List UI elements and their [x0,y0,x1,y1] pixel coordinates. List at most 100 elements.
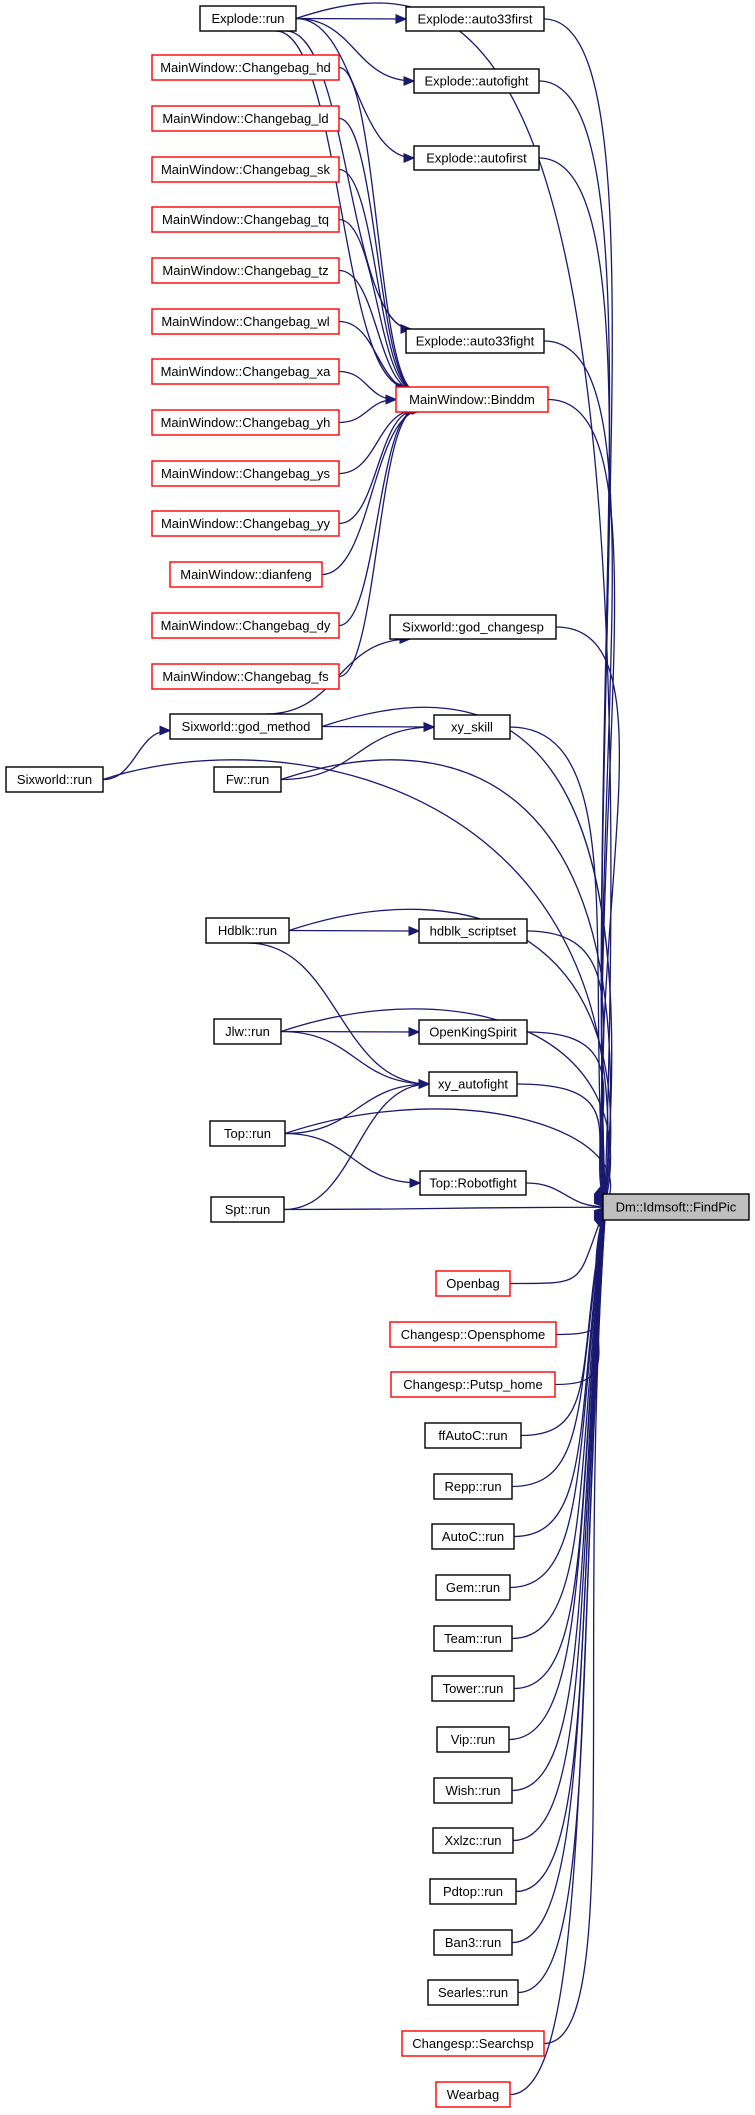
node-xy-skill[interactable]: xy_skill [433,714,511,740]
node-explode-autofirst[interactable]: Explode::autofirst [413,145,540,171]
node-vip-run[interactable]: Vip::run [436,1726,510,1753]
node-xxlzc-run[interactable]: Xxlzc::run [432,1827,514,1854]
node-mw-ld[interactable]: MainWindow::Changebag_ld [151,105,340,132]
node-mw-ys[interactable]: MainWindow::Changebag_ys [151,460,340,487]
node-tower-run[interactable]: Tower::run [431,1675,515,1702]
node-mw-tq[interactable]: MainWindow::Changebag_tq [151,206,340,233]
node-top-run[interactable]: Top::run [209,1120,286,1147]
edge-sx_run-to-dm_findpic [102,759,609,1203]
node-box [395,386,549,413]
edge-explode_run-explode_autofirst-arrowhead [403,153,416,163]
node-mw-sk[interactable]: MainWindow::Changebag_sk [151,156,340,183]
node-cs-searchsp[interactable]: Changesp::Searchsp [401,2030,545,2057]
node-mw-xa[interactable]: MainWindow::Changebag_xa [151,358,340,385]
edge-jlw_run-to-xy_autofight [280,1030,431,1089]
edge-mw_yy-path [338,409,417,525]
node-hdblk-scriptset[interactable]: hdblk_scriptset [418,918,528,944]
node-mw-dianfeng[interactable]: MainWindow::dianfeng [169,561,323,588]
node-label: Sixworld::run [17,772,92,787]
node-ban3-run[interactable]: Ban3::run [433,1929,513,1956]
edge-mw_tq-path [338,218,417,392]
node-mw-tz[interactable]: MainWindow::Changebag_tz [151,257,340,284]
node-sx-god-method[interactable]: Sixworld::god_method [169,713,323,740]
node-searles-run[interactable]: Searles::run [427,1979,519,2006]
edge-hdblk_run-path [288,929,420,932]
node-label: Wish::run [446,1783,501,1798]
node-cs-opensphome[interactable]: Changesp::Opensphome [389,1321,557,1348]
node-cs-putsp-home[interactable]: Changesp::Putsp_home [390,1371,556,1398]
node-dm-findpic[interactable]: Dm::Idmsoft::FindPic [602,1193,750,1221]
edge-pdtop_run-to-dm_findpic [515,1213,606,1893]
node-label: Pdtop::run [443,1884,503,1899]
edge-mw_tz-to-mw_binddm [338,269,418,396]
edge-ban3_run-path [511,1215,606,1944]
edge-fw_run-path [280,759,612,1203]
node-mw-yy[interactable]: MainWindow::Changebag_yy [151,510,340,537]
node-mw-wl[interactable]: MainWindow::Changebag_wl [151,308,340,335]
node-wearbag[interactable]: Wearbag [435,2081,511,2108]
node-team-run[interactable]: Team::run [433,1625,513,1652]
node-top-robotfight[interactable]: Top::Robotfight [419,1170,527,1196]
node-box [169,561,323,588]
node-box [433,1777,513,1804]
node-label: Explode::autofight [424,73,528,88]
node-spt-run[interactable]: Spt::run [210,1196,285,1223]
edge-spt_run-xy_autofight-arrowhead [418,1079,431,1089]
node-label: Changesp::Opensphome [401,1327,546,1342]
edge-top_run-path [284,1108,612,1207]
node-label: Explode::auto33fight [416,333,535,348]
edge-top_robotfight-path [525,1182,606,1208]
edge-explode_run-path [295,17,415,82]
edge-xxlzc_run-path [512,1214,606,1842]
edge-hdblk_run-to-xy_autofight [247,942,431,1089]
node-label: xy_skill [451,719,493,734]
node-mw-fs[interactable]: MainWindow::Changebag_fs [151,663,340,690]
node-jlw-run[interactable]: Jlw::run [213,1018,282,1045]
node-label: Spt::run [225,1202,271,1217]
node-explode-autofight[interactable]: Explode::autofight [413,68,540,94]
edge-hdblk_run-to-dm_findpic [288,908,612,1205]
node-mw-yh[interactable]: MainWindow::Changebag_yh [151,409,340,436]
node-repp-run[interactable]: Repp::run [433,1473,513,1500]
node-mw-hd[interactable]: MainWindow::Changebag_hd [151,54,340,81]
node-sx-run[interactable]: Sixworld::run [5,766,104,793]
node-explode-run[interactable]: Explode::run [199,5,297,32]
node-label: MainWindow::Changebag_xa [161,364,332,379]
edge-spt_run-to-dm_findpic [283,1206,606,1218]
node-box [419,1170,527,1196]
edge-xy_skill-path [509,726,606,1203]
node-box [401,2030,545,2057]
node-sx-god-changesp[interactable]: Sixworld::god_changesp [389,614,557,640]
node-box [602,1193,750,1221]
node-wish-run[interactable]: Wish::run [433,1777,513,1804]
edge-pdtop_run-path [515,1214,606,1893]
node-hdblk-run[interactable]: Hdblk::run [205,917,290,944]
node-autoc-run[interactable]: AutoC::run [431,1523,515,1550]
node-mw-binddm[interactable]: MainWindow::Binddm [395,386,549,413]
edge-openkingspirit-path [526,1031,606,1206]
node-pdtop-run[interactable]: Pdtop::run [429,1878,517,1905]
node-label: ffAutoC::run [438,1428,507,1443]
edge-sx_run-sx_god_method-arrowhead [159,725,172,736]
node-box [389,1321,557,1348]
edge-mw_dy-path [338,409,417,627]
node-ffautoc-run[interactable]: ffAutoC::run [424,1422,522,1449]
edge-top_run-top_robotfight-arrowhead [409,1178,422,1188]
node-openbag[interactable]: Openbag [435,1270,511,1297]
edge-top_run-path [284,1083,430,1135]
node-openkingspirit[interactable]: OpenKingSpirit [418,1019,528,1045]
node-box [436,1726,510,1753]
edge-hdblk_run-path [247,942,430,1085]
node-explode-auto33fight[interactable]: Explode::auto33fight [405,328,545,354]
node-gem-run[interactable]: Gem::run [435,1574,511,1601]
node-label: Sixworld::god_changesp [402,619,544,634]
node-label: Team::run [444,1631,502,1646]
node-label: MainWindow::Changebag_hd [160,60,331,75]
edge-mw_tz-path [338,269,417,392]
node-mw-dy[interactable]: MainWindow::Changebag_dy [151,612,340,639]
node-explode-auto33first[interactable]: Explode::auto33first [405,6,545,32]
node-fw-run[interactable]: Fw::run [213,766,282,793]
node-xy-autofight[interactable]: xy_autofight [428,1071,518,1097]
edge-ffautoc_run-path [520,1209,606,1437]
edge-mw_yh-to-mw_binddm [338,394,398,424]
